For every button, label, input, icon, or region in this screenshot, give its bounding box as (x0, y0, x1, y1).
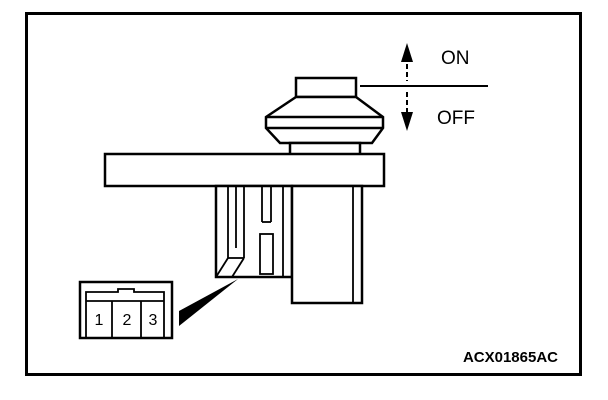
switch-body (214, 184, 364, 305)
on-arrow-icon (401, 43, 413, 81)
mounting-plate (103, 152, 386, 188)
connector-pin-label: 2 (123, 312, 132, 329)
off-arrow-icon (401, 92, 413, 131)
figure-frame (25, 12, 582, 376)
switch-body-detail (215, 186, 354, 303)
figure-code: ACX01865AC (463, 349, 558, 366)
connector-pin-label: 1 (95, 312, 104, 329)
connector-pin-label: 3 (149, 312, 158, 329)
on-label: ON (441, 48, 470, 69)
connector-pin-cells (85, 288, 165, 338)
off-label: OFF (437, 108, 475, 129)
connector-pointer (179, 279, 238, 326)
connector-face (78, 280, 174, 340)
push-button (264, 76, 385, 158)
